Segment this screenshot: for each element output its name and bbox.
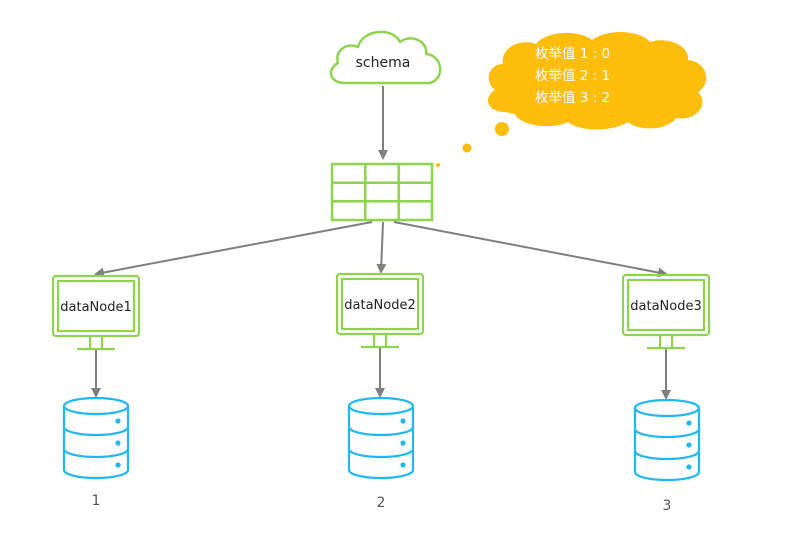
node-label: dataNode3 xyxy=(630,299,701,314)
data-node-2: dataNode2 2 xyxy=(335,272,425,511)
database-label: 2 xyxy=(377,495,386,511)
bubble-dot-medium xyxy=(462,143,472,153)
monitor-icon xyxy=(621,273,711,350)
database-icon xyxy=(633,398,701,482)
monitor-icon xyxy=(51,274,141,351)
bubble-dot-small xyxy=(436,163,440,167)
table-grid-icon xyxy=(330,162,434,222)
arrow-table-to-node2 xyxy=(376,221,387,274)
database-icon xyxy=(347,396,415,480)
cloud-icon xyxy=(329,30,442,85)
database-label: 3 xyxy=(663,498,672,514)
database-icon xyxy=(62,396,130,480)
database-label: 1 xyxy=(92,493,101,509)
bubble-line-1: 枚举值 1 : 0 xyxy=(535,46,610,62)
bubble-dot-large xyxy=(495,122,509,136)
data-node-3: dataNode3 3 xyxy=(621,273,711,514)
arrow-table-to-node3 xyxy=(393,221,668,278)
bubble-line-3: 枚举值 3 : 2 xyxy=(535,90,610,106)
monitor-icon xyxy=(335,272,425,349)
arrow-table-to-node1 xyxy=(94,221,373,278)
bubble-line-2: 枚举值 2 : 1 xyxy=(535,68,610,84)
node-label: dataNode1 xyxy=(60,300,131,315)
schema-cloud: schema xyxy=(329,30,442,85)
thought-bubble: 枚举值 1 : 0 枚举值 2 : 1 枚举值 3 : 2 xyxy=(436,31,707,167)
node-label: dataNode2 xyxy=(344,298,415,313)
schema-label: schema xyxy=(356,55,411,71)
bubble-cloud-shape xyxy=(487,31,707,130)
data-node-1: dataNode1 1 xyxy=(51,274,141,509)
